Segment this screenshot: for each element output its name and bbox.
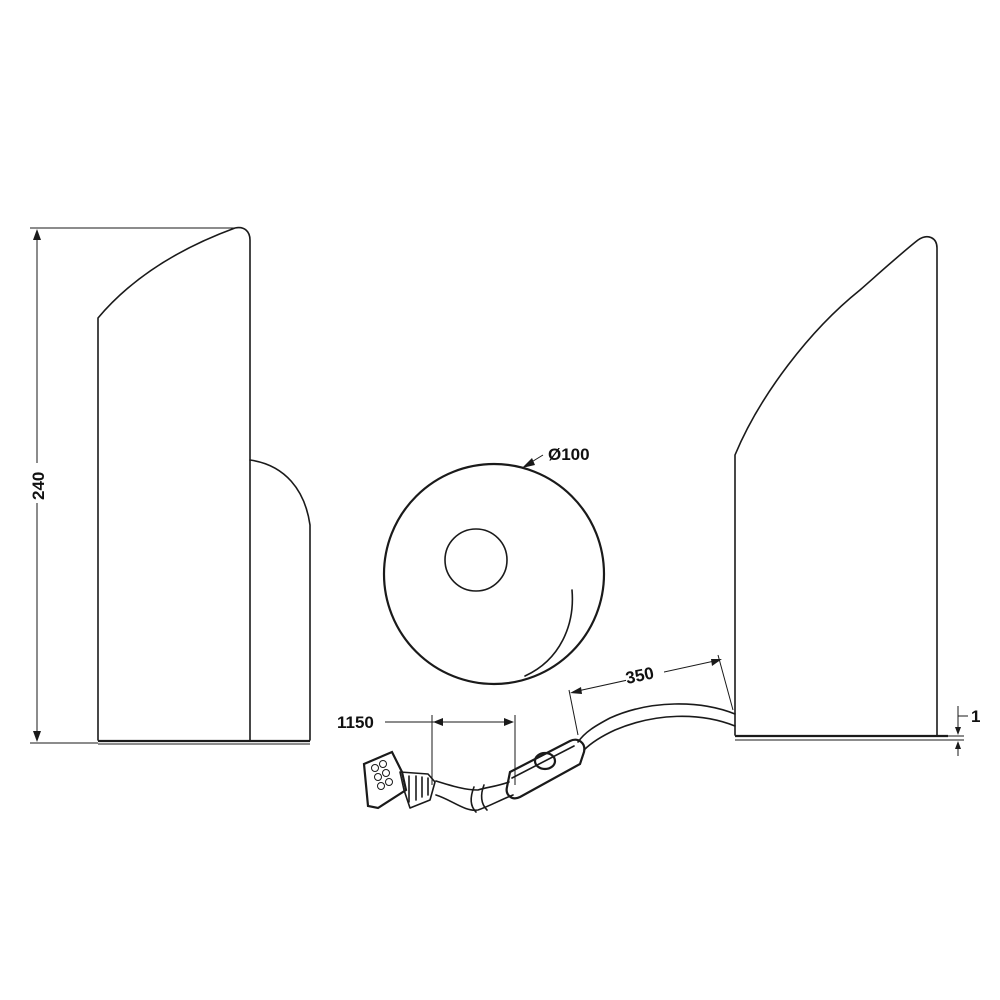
height-arrow-top [33, 229, 41, 240]
power-cord-assembly: 350 1150 [337, 654, 736, 813]
plug [362, 750, 436, 810]
switch-edge [511, 745, 575, 779]
thickness-arrow-bottom [955, 741, 961, 749]
top-view-inner-circle [444, 528, 508, 592]
shade-outline-left [97, 226, 251, 741]
cord-switch-plug-lower [435, 794, 514, 811]
height-arrow-bottom [33, 731, 41, 742]
cord-switch-plug-upper [435, 780, 510, 791]
side-view-right: 1 [734, 236, 980, 756]
cord-upper [577, 703, 736, 743]
dim350-arrow-right [711, 659, 722, 666]
inline-switch [505, 738, 586, 800]
top-view-shade-edge [524, 589, 574, 677]
cord-break-left [470, 786, 477, 813]
dim1150-arrow-right [504, 718, 514, 726]
switch-button [533, 751, 557, 771]
dim1150-label: 1150 [337, 713, 374, 732]
cord-lower [583, 715, 736, 751]
plug-pin-hole [385, 778, 393, 786]
dim350-label-bg [626, 666, 664, 686]
thickness-arrow-top [955, 727, 961, 735]
dim350-extension-right [717, 654, 734, 711]
top-view-outer-circle [382, 462, 606, 686]
thickness-label: 1 [971, 707, 980, 726]
cord-break-right [480, 784, 488, 811]
dim350-extension-left [568, 689, 579, 736]
plug-pin-hole [374, 773, 382, 781]
plug-body [362, 750, 408, 810]
dim350-arrow-left [570, 687, 582, 694]
plug-pin-hole [379, 760, 387, 768]
side-view-left: 240 [26, 226, 311, 745]
top-view: Ø100 [382, 445, 606, 686]
plug-pin-hole [371, 764, 379, 772]
plug-pin-hole [382, 769, 390, 777]
plug-pin-hole [377, 782, 385, 790]
diameter-label: Ø100 [548, 445, 590, 464]
switch-body [505, 738, 586, 800]
height-label-bg [26, 463, 48, 503]
diameter-arrow [522, 458, 535, 468]
plug-collar [399, 771, 436, 809]
dim1150-arrow-left [433, 718, 443, 726]
shade-outline-right [734, 236, 938, 736]
height-dimension-label: 240 [29, 472, 48, 500]
rear-shade-outline [249, 459, 311, 741]
